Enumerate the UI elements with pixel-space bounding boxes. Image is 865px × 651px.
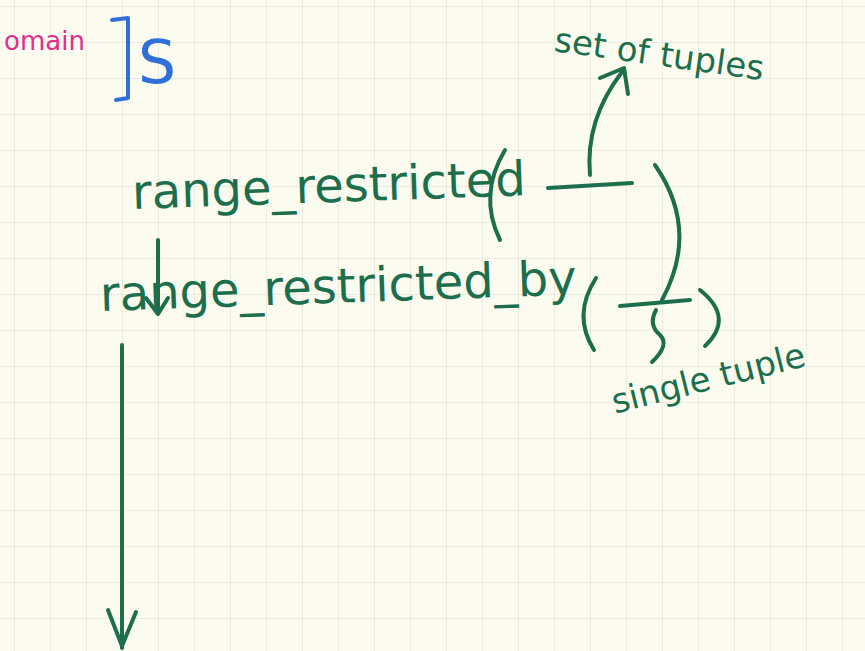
- pink-note: omain: [4, 28, 85, 54]
- paren: [655, 165, 679, 300]
- paren: [700, 290, 719, 346]
- arrow-head: [108, 610, 136, 646]
- arrow-line: [589, 72, 622, 175]
- leader-line: [652, 310, 664, 362]
- arrow-line: [120, 345, 124, 648]
- arrow-head: [600, 68, 628, 94]
- paren: [583, 278, 596, 350]
- set-symbol: S: [138, 32, 176, 92]
- blank-line: [548, 183, 632, 188]
- bracket: [112, 18, 128, 100]
- blank-line: [620, 300, 690, 306]
- function-name: range_restricted: [131, 154, 526, 216]
